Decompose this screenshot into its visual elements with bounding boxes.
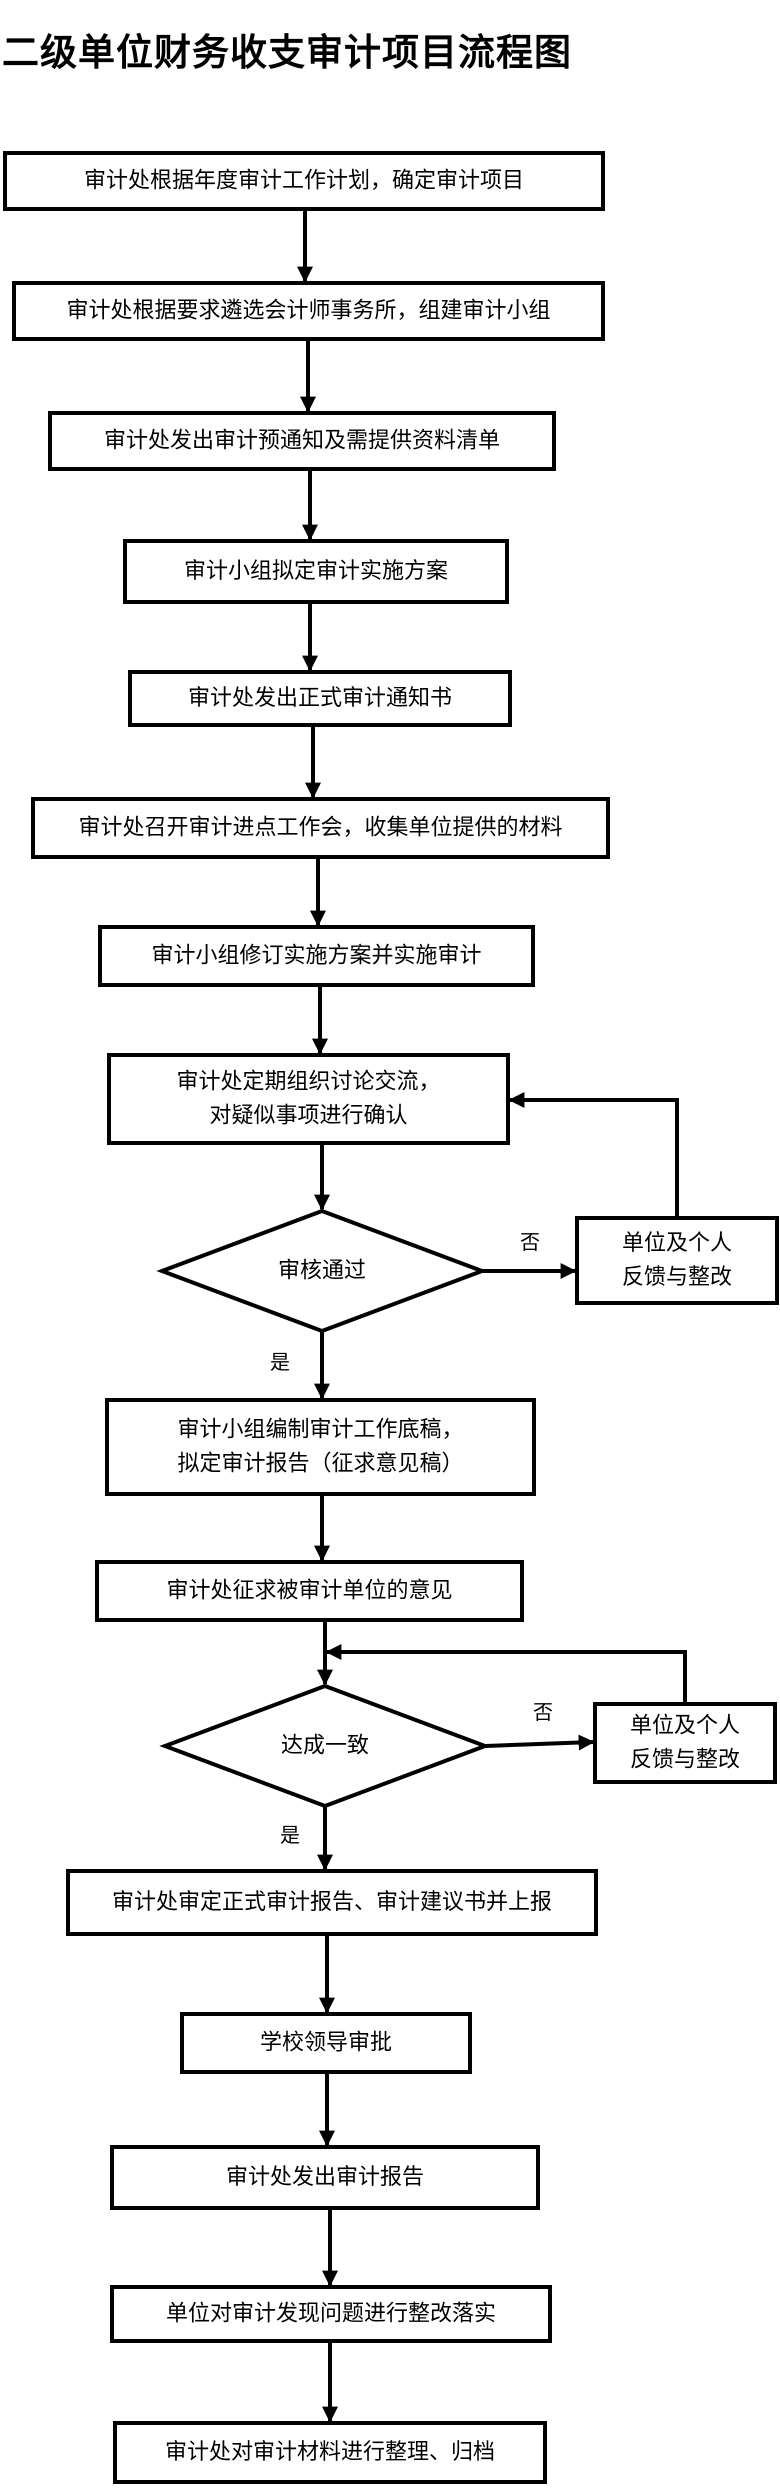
step-box-14 — [110, 2285, 552, 2343]
step-label-7: 审计小组修订实施方案并实施审计 — [151, 944, 481, 969]
step-label-8: 审计处定期组织讨论交流， — [176, 1070, 440, 1095]
step-box-7 — [98, 925, 535, 987]
yes-label-2: 是 — [280, 1823, 300, 1847]
no-label-2: 否 — [533, 1700, 553, 1724]
feedback-label-1: 单位及个人 — [622, 1231, 732, 1256]
step-label-8: 对疑似事项进行确认 — [209, 1104, 407, 1129]
step-label-13: 审计处发出审计报告 — [226, 2165, 424, 2190]
step-box-2 — [12, 281, 605, 341]
step-box-12 — [180, 2012, 472, 2074]
no-label-1: 否 — [520, 1230, 540, 1254]
step-box-3 — [48, 411, 556, 471]
page-title: 二级单位财务收支审计项目流程图 — [2, 31, 572, 74]
step-label-6: 审计处召开审计进点工作会，收集单位提供的材料 — [78, 816, 562, 841]
step-box-8 — [107, 1053, 510, 1145]
step-label-10: 审计处征求被审计单位的意见 — [166, 1579, 452, 1604]
step-label-12: 学校领导审批 — [260, 2031, 392, 2056]
step-box-10 — [95, 1560, 524, 1622]
step-label-4: 审计小组拟定审计实施方案 — [184, 559, 448, 584]
step-label-15: 审计处对审计材料进行整理、归档 — [165, 2440, 495, 2465]
feedback-box-1 — [575, 1216, 779, 1305]
decision-label-2: 达成一致 — [281, 1734, 369, 1759]
step-box-15 — [113, 2421, 547, 2484]
feedback-label-2: 反馈与整改 — [630, 1748, 740, 1773]
step-box-6 — [31, 797, 610, 859]
yes-label-1: 是 — [270, 1350, 290, 1374]
step-label-3: 审计处发出审计预通知及需提供资料清单 — [104, 429, 500, 454]
step-label-1: 审计处根据年度审计工作计划，确定审计项目 — [84, 169, 524, 194]
arrow-no-2 — [484, 1734, 595, 1751]
step-label-9: 拟定审计报告（征求意见稿） — [177, 1452, 463, 1477]
step-label-5: 审计处发出正式审计通知书 — [188, 686, 452, 711]
step-label-11: 审计处审定正式审计报告、审计建议书并上报 — [112, 1890, 552, 1915]
arrow-loop-2 — [325, 1644, 687, 1704]
step-box-9 — [105, 1398, 536, 1496]
step-label-2: 审计处根据要求遴选会计师事务所，组建审计小组 — [66, 299, 550, 324]
feedback-label-1: 反馈与整改 — [622, 1265, 732, 1290]
step-box-4 — [123, 539, 509, 604]
step-box-1 — [3, 151, 605, 211]
step-box-11 — [66, 1869, 598, 1936]
step-label-9: 审计小组编制审计工作底稿， — [177, 1418, 463, 1443]
decision-label-1: 审核通过 — [278, 1259, 366, 1284]
feedback-box-2 — [593, 1702, 777, 1784]
feedback-label-2: 单位及个人 — [630, 1714, 740, 1739]
step-box-5 — [128, 670, 512, 727]
step-box-13 — [110, 2145, 540, 2210]
arrow-loop-1 — [508, 1092, 679, 1218]
step-label-14: 单位对审计发现问题进行整改落实 — [166, 2302, 496, 2327]
